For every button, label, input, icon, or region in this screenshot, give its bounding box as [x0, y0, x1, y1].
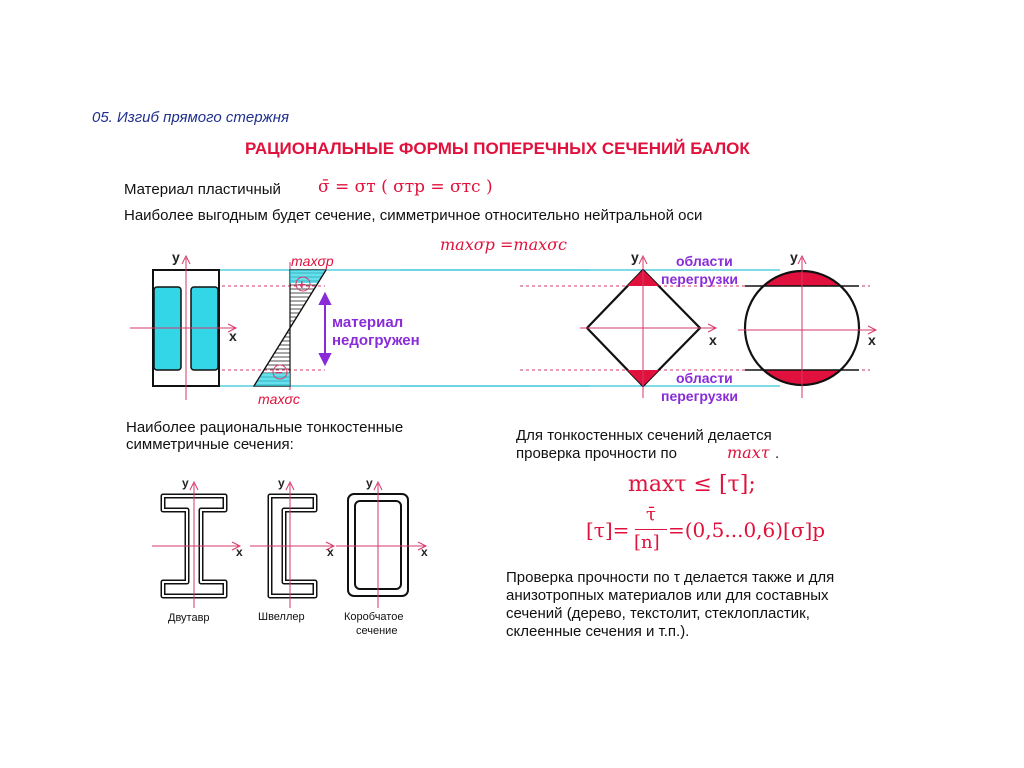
left-y-label: y [172, 249, 180, 265]
circle-x-label: x [868, 332, 876, 348]
overload-top-line2: перегрузки [661, 271, 738, 287]
symmetric-note: Наиболее выгодным будет сечение, симметр… [124, 207, 703, 224]
material-formula: σ̄ = σт ( σтр = σтс ) [318, 177, 493, 197]
rhombus-y-label: y [631, 249, 639, 265]
thin-walled-heading-line2: симметричные сечения: [126, 436, 294, 453]
box-label-line2: сечение [356, 625, 398, 637]
ibeam-label: Двутавр [168, 612, 210, 624]
channel-axes [250, 480, 336, 608]
rhombus-x-label: x [709, 332, 717, 348]
plus-sign: + [298, 277, 306, 292]
fraction-bar [635, 529, 667, 530]
ibeam-section [160, 493, 228, 599]
overload-bottom-line2: перегрузки [661, 388, 738, 404]
underloaded-line2: недогружен [332, 332, 420, 349]
underloaded-line1: материал [332, 314, 403, 331]
circle-axes [738, 254, 878, 398]
left-axes [130, 254, 238, 400]
left-x-label: x [229, 328, 237, 344]
fraction-numerator: τ̄ [646, 504, 656, 525]
thin-walled-heading-line1: Наиболее рациональные тонкостенные [126, 419, 404, 436]
overload-bottom-line1: области [676, 370, 733, 386]
allowable-formula-right: =(0,5...0,6)[σ]р [668, 518, 826, 542]
underloaded-arrow [318, 291, 332, 367]
box-axes [336, 480, 428, 608]
ibeam-x-label: x [236, 545, 243, 559]
max-tension-label: maxσp [291, 253, 334, 269]
shear-condition: maxτ ≤ [τ]; [628, 472, 756, 497]
channel-label: Швеллер [258, 611, 305, 623]
channel-section [267, 493, 318, 599]
check-line1: Для тонкостенных сечений делается [516, 427, 772, 444]
allowable-formula-left: [τ]= [586, 518, 630, 542]
box-label-line1: Коробчатое [344, 611, 404, 623]
para-line4: склеенные сечения и т.п.). [506, 623, 690, 640]
page-title: РАЦИОНАЛЬНЫЕ ФОРМЫ ПОПЕРЕЧНЫХ СЕЧЕНИЙ БА… [245, 139, 750, 158]
channel-x-label: x [327, 545, 334, 559]
ibeam-y-label: y [182, 476, 189, 490]
stress-diagram [252, 262, 328, 390]
box-y-label: y [366, 476, 373, 490]
max-compression-label: maxσc [258, 391, 300, 407]
section-heading: 05. Изгиб прямого стержня [92, 109, 289, 126]
rhombus-axes [580, 254, 718, 398]
para-line1: Проверка прочности по τ делается также и… [506, 569, 835, 586]
para-line2: анизотропных материалов или для составны… [506, 587, 829, 604]
channel-y-label: y [278, 476, 285, 490]
check-line2: проверка прочности по [516, 445, 677, 462]
stress-equality: maxσp =maxσc [440, 235, 568, 254]
fraction-denominator: [n] [634, 532, 660, 553]
material-label: Материал пластичный [124, 181, 281, 198]
circle-y-label: y [790, 249, 798, 265]
minus-sign: − [275, 365, 283, 380]
overload-top-line1: области [676, 253, 733, 269]
para-line3: сечений (дерево, текстолит, стеклопласти… [506, 605, 810, 622]
check-line2-dot: . [775, 445, 780, 462]
box-x-label: x [421, 545, 428, 559]
ibeam-axes [152, 480, 242, 608]
max-tau-inline: maxτ [727, 443, 770, 462]
